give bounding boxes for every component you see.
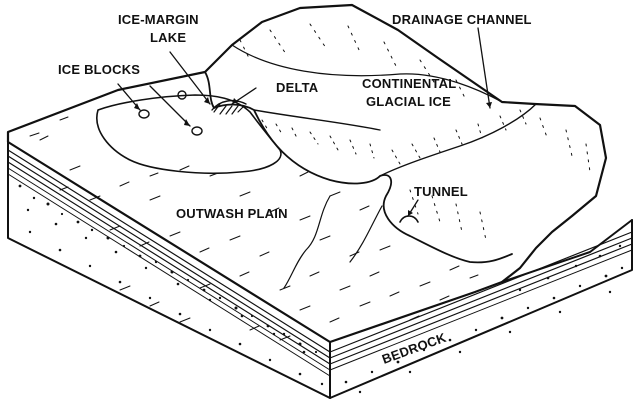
tunnel-label: TUNNEL [414,184,468,199]
delta [211,99,247,115]
outwash-plain-texture [29,116,479,341]
ice-blocks [138,90,203,136]
tunnel-opening [399,215,419,223]
ice-margin-lake [96,94,282,175]
continental-glacial-ice-label-line1: CONTINENTAL [362,76,456,91]
gravel-stipple [18,184,624,394]
ice-margin-lake-label-line1: ICE-MARGIN [118,12,199,27]
outwash-plain-label: OUTWASH PLAIN [176,206,288,221]
continental-glacial-ice-label-line2: GLACIAL ICE [366,94,451,109]
drainage-channel-streams [283,195,383,289]
arrow-heads [134,97,492,216]
delta-label: DELTA [276,80,319,95]
ice-blocks-label: ICE BLOCKS [58,62,140,77]
drainage-channel-label: DRAINAGE CHANNEL [392,12,532,27]
ice-margin-lake-label-line2: LAKE [150,30,186,45]
continental-glacial-ice [204,23,591,264]
sediment-layers-right [329,231,633,371]
